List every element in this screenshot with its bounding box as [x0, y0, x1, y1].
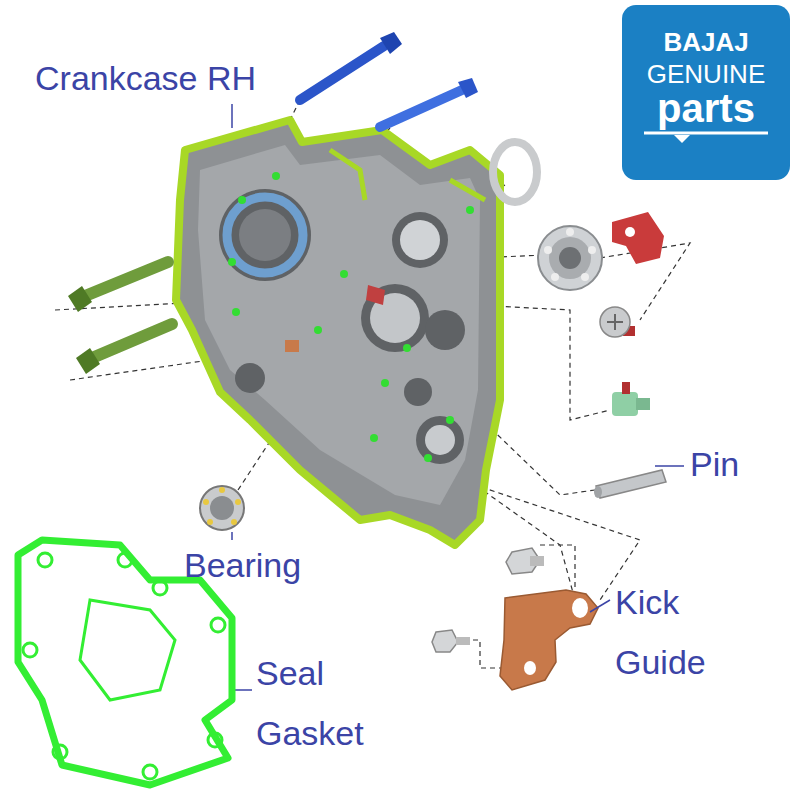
part-name: Crankcase RH	[35, 58, 305, 99]
brand-badge: BAJAJGENUINEparts	[622, 5, 790, 180]
brand-text: GENUINE	[622, 59, 790, 89]
brand-text: BAJAJ	[622, 27, 790, 57]
part-name: Kick Guide	[615, 572, 740, 692]
part-name: Pin	[690, 444, 780, 485]
part-name: Seal Gasket	[256, 643, 391, 763]
part-name: Bearing	[184, 545, 344, 586]
brand-text: parts	[622, 87, 790, 129]
